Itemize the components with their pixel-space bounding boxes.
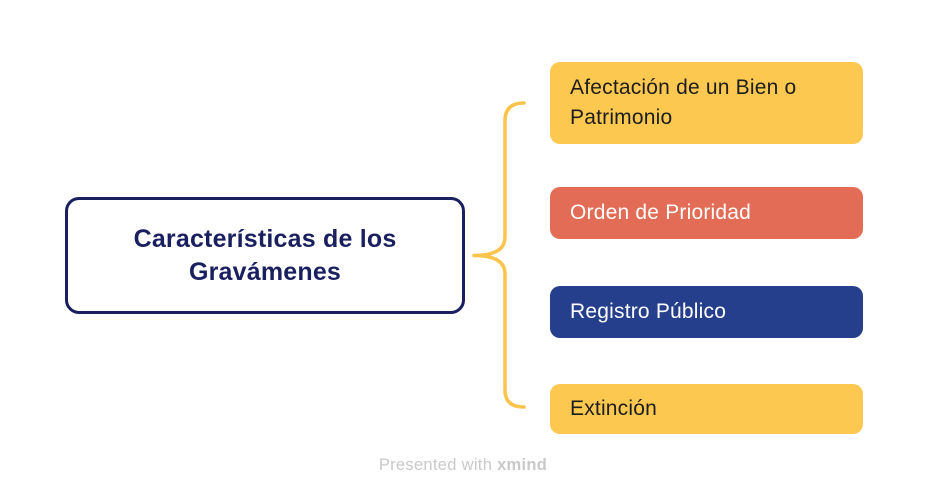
topic-registro-publico[interactable]: Registro Público [550, 286, 863, 338]
central-topic[interactable]: Características de los Gravámenes [65, 197, 465, 314]
topic-orden-de-prioridad[interactable]: Orden de Prioridad [550, 187, 863, 239]
topic-extincion[interactable]: Extinción [550, 384, 863, 434]
topic-label: Afectación de un Bien o Patrimonio [570, 75, 797, 129]
watermark-text: Presented with [378, 456, 498, 474]
topic-label: Registro Público [570, 299, 727, 323]
topic-afectacion-bien-patrimonio[interactable]: Afectación de un Bien o Patrimonio [550, 62, 863, 144]
curly-brace-connector [472, 101, 526, 409]
topic-label: Orden de Prioridad [570, 200, 752, 224]
xmind-watermark: Presented with xmind [0, 456, 926, 475]
topic-label: Extinción [570, 396, 658, 420]
xmind-brand-label: xmind [497, 456, 548, 474]
